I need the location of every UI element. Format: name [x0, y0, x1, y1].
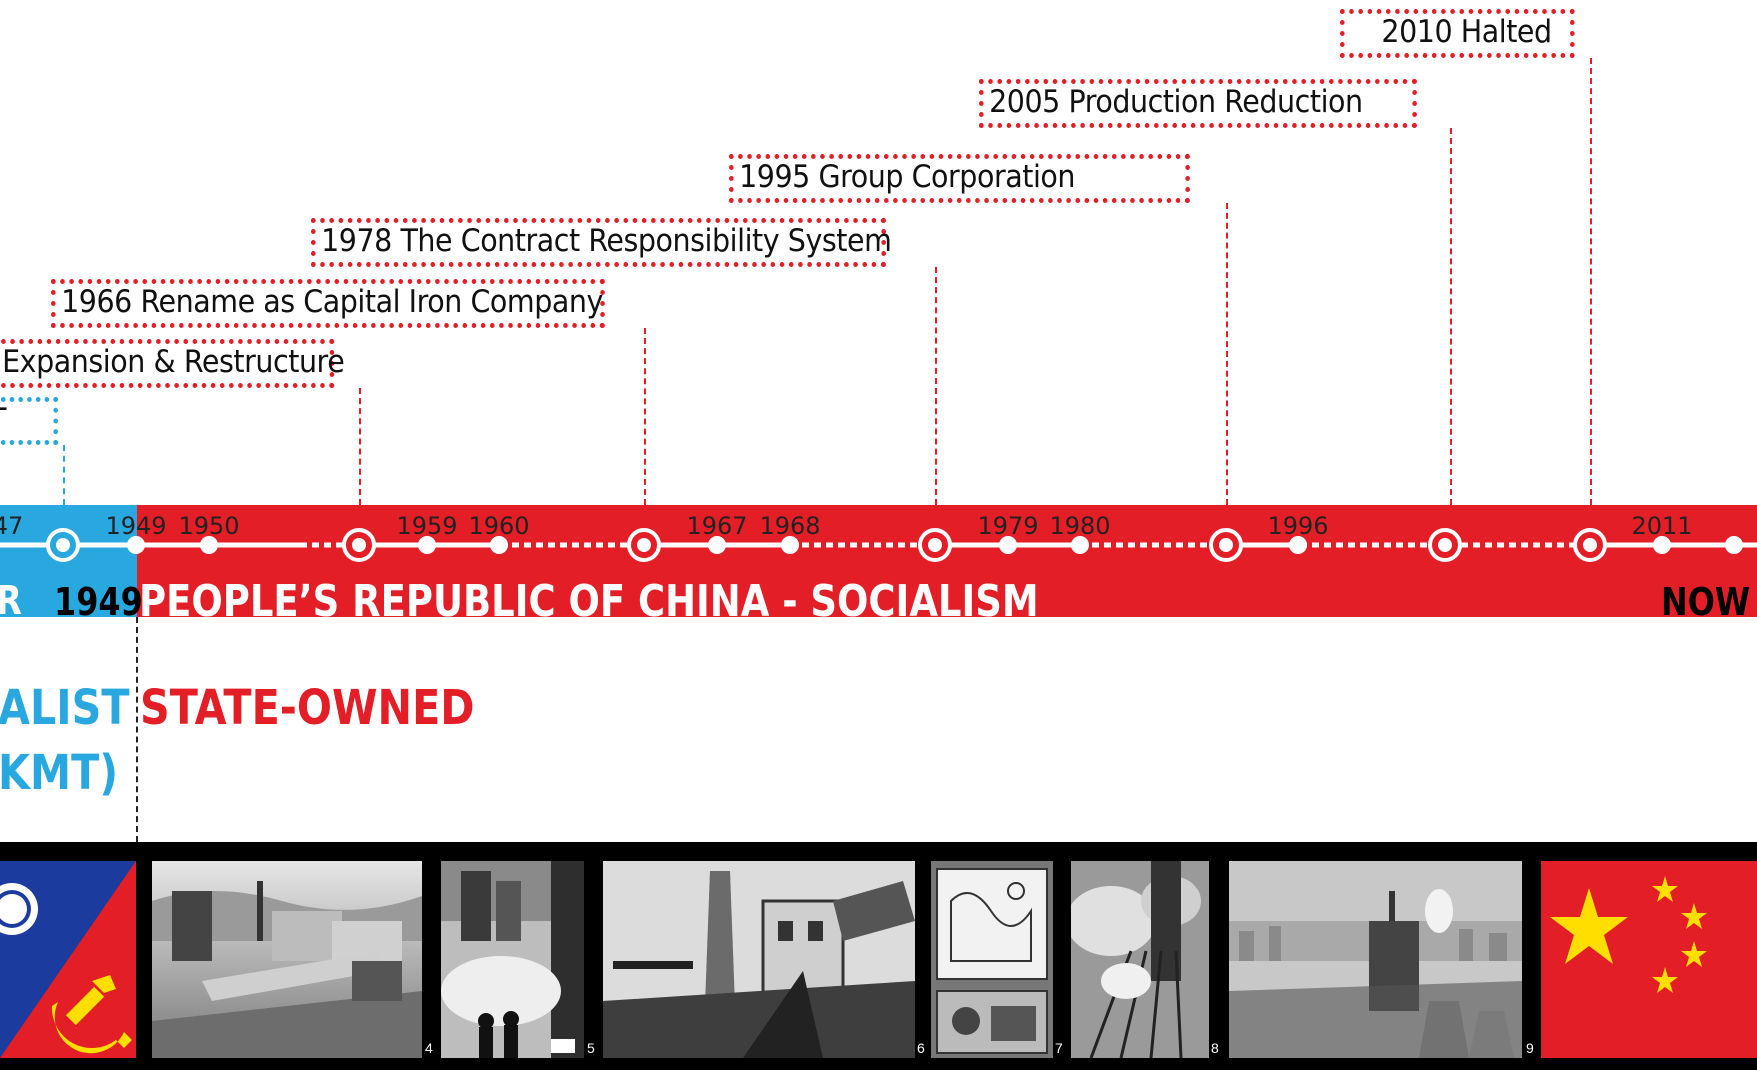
photo-modern-steel-complex: [1229, 861, 1522, 1058]
year-label-1959: 1959: [396, 512, 458, 540]
event-1966-rename: 1966 Rename as Capital Iron Company: [51, 279, 605, 328]
connector-1966: [644, 328, 646, 505]
event-1978-contract-system: 1978 The Contract Responsibility System: [311, 218, 892, 267]
photo-number-7: 7: [1055, 1040, 1063, 1056]
photo-furnace-workers: [441, 861, 584, 1058]
photo-plans-display: [931, 861, 1053, 1058]
photo-industrial-railyard: [1071, 861, 1209, 1058]
photo-chimney-plant: [603, 861, 915, 1058]
connector-2010: [1590, 58, 1592, 505]
photo-number-8: 8: [1211, 1040, 1219, 1056]
band-left-partial: R: [0, 578, 22, 624]
year-label-1967: 1967: [686, 512, 748, 540]
ownership-left-line2: KMT): [0, 745, 119, 801]
event-2005-production-reduction: 2005 Production Reduction: [979, 79, 1417, 128]
year-label-1979: 1979: [977, 512, 1039, 540]
photo-steel-works-panorama: [152, 861, 422, 1058]
ownership-left-line1: ALIST: [0, 680, 130, 736]
event-expansion-restructure: Expansion & Restructure: [0, 339, 345, 388]
year-label-1949: 1949: [105, 512, 167, 540]
photo-number-9: 9: [1526, 1040, 1534, 1056]
connector-1995: [1226, 203, 1228, 505]
year-label-47: 47: [0, 512, 24, 540]
event-2010-halted: 2010 Halted: [1340, 9, 1575, 58]
prc-flag-icon: [1541, 861, 1757, 1058]
photo-number-5: 5: [587, 1040, 595, 1056]
connector-2005: [1450, 128, 1452, 505]
ownership-state-owned: STATE-OWNED: [140, 680, 475, 736]
year-label-1980: 1980: [1049, 512, 1111, 540]
connector-1978: [935, 267, 937, 505]
connector-expansion: [359, 388, 361, 505]
year-label-2011: 2011: [1631, 512, 1693, 540]
kmt-ccp-flag-icon: [0, 861, 136, 1058]
year-label-1960: 1960: [468, 512, 530, 540]
band-left-year: 1949: [54, 580, 143, 624]
year-label-1950: 1950: [178, 512, 240, 540]
year-label-1996: 1996: [1267, 512, 1329, 540]
event-1995-group-corporation: 1995 Group Corporation: [729, 154, 1190, 203]
band-era-title: PEOPLE’S REPUBLIC OF CHINA - SOCIALISM: [139, 576, 1039, 627]
photo-number-6: 6: [917, 1040, 925, 1056]
year-label-1968: 1968: [759, 512, 821, 540]
event-partial-blue: T: [0, 397, 58, 445]
era-divider-1949: [136, 617, 138, 842]
photo-number-4: 4: [425, 1040, 433, 1056]
connector-blue: [63, 445, 65, 505]
band-now-label: NOW: [1661, 580, 1751, 624]
